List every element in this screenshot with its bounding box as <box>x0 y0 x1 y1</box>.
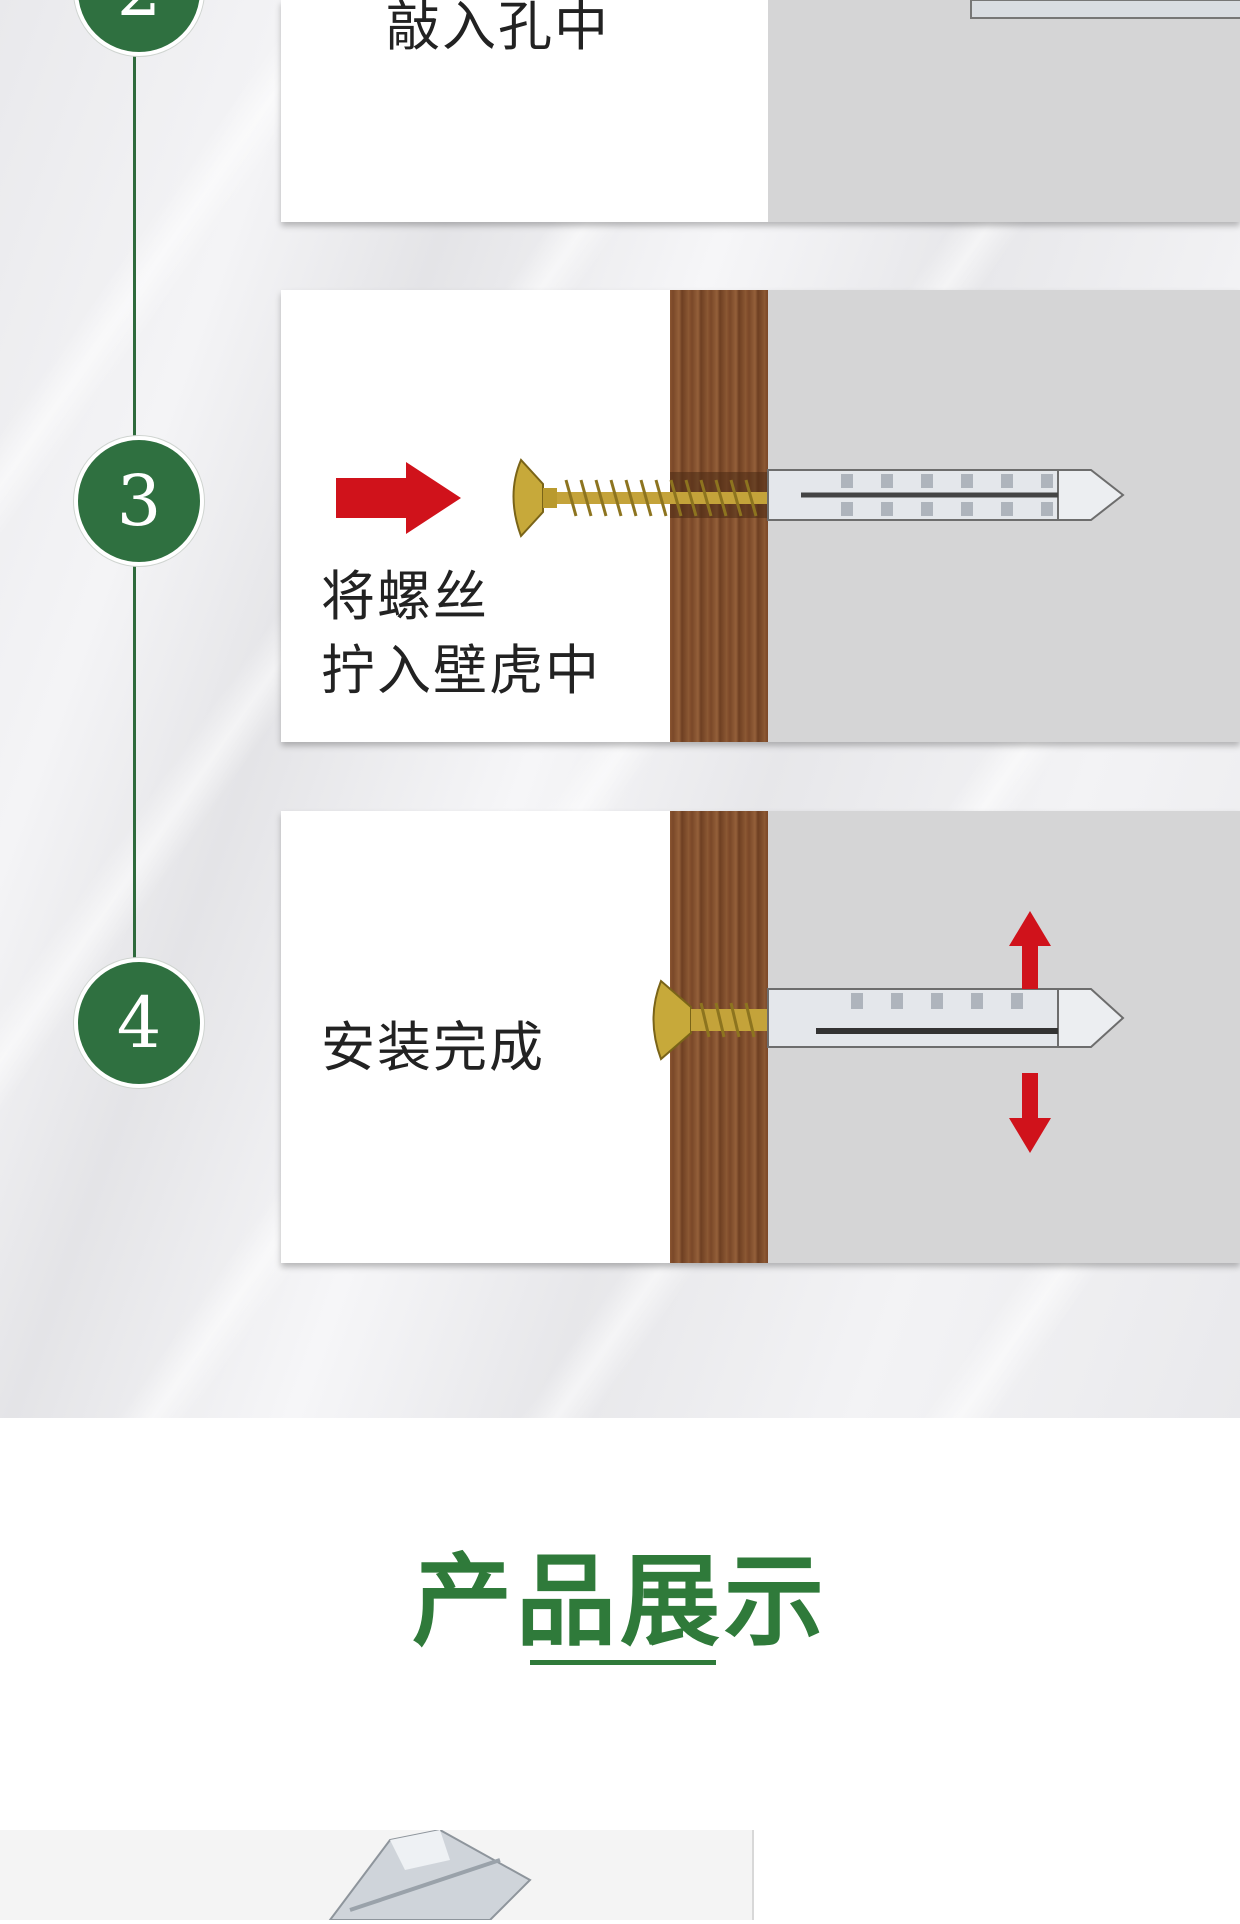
step-3-circle: 3 <box>74 436 204 566</box>
step-3-panel: 将螺丝 拧入壁虎中 <box>281 290 1240 742</box>
wall <box>768 0 1240 222</box>
step-4-circle: 4 <box>74 958 204 1088</box>
step-2-text: 敲入孔中 <box>386 0 610 58</box>
product-image-frame <box>0 1828 754 1921</box>
title-underline <box>530 1660 716 1665</box>
step-4-panel: 安装完成 <box>281 811 1240 1263</box>
screw-illustration <box>336 458 1125 538</box>
installed-anchor-illustration <box>652 911 1125 1153</box>
anchor-illustration <box>970 0 1240 19</box>
product-image <box>328 1828 532 1921</box>
step-3-text: 将螺丝 拧入壁虎中 <box>321 565 601 702</box>
red-arrow-icon <box>336 462 461 534</box>
step-2-panel: 敲入孔中 <box>281 0 1240 222</box>
section-title: 产品展示 <box>412 1543 828 1660</box>
expansion-arrows-icon <box>1009 911 1051 1153</box>
step-4-text: 安装完成 <box>321 1016 545 1079</box>
